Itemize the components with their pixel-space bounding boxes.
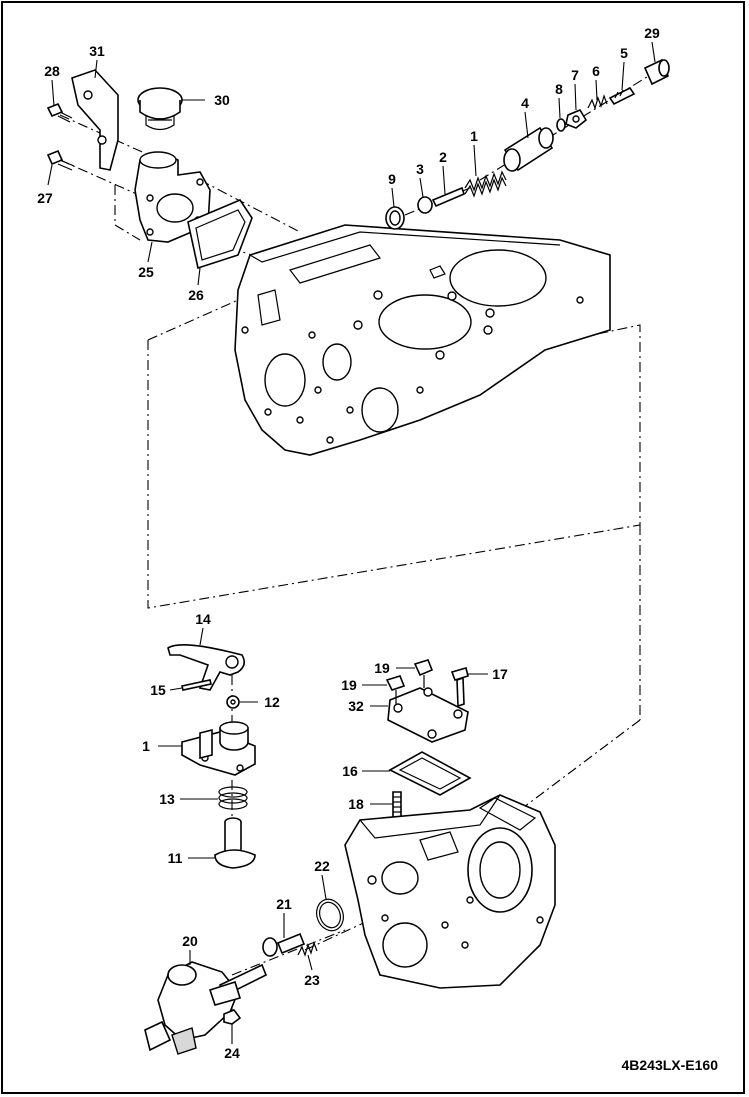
callout-21: 21	[276, 896, 292, 912]
part-13-spring	[218, 786, 248, 810]
callout-3: 3	[416, 161, 424, 177]
callout-6: 6	[592, 63, 600, 79]
callout-7: 7	[571, 67, 579, 83]
part-24-nut	[223, 1009, 242, 1025]
part-7-nut	[565, 108, 588, 129]
part-3-collar	[417, 196, 433, 214]
part-11-shaft	[214, 817, 256, 869]
callout-18: 18	[348, 796, 364, 812]
part-8-washer	[556, 118, 566, 132]
callout-1: 1	[470, 128, 478, 144]
callout-19-lower: 19	[341, 677, 357, 693]
part-29-cap	[643, 58, 670, 86]
cylinder-block-front	[234, 224, 611, 456]
callout-17: 17	[492, 666, 508, 682]
callout-23: 23	[304, 972, 320, 988]
callout-31: 31	[89, 43, 105, 59]
part-15-pin	[181, 679, 212, 691]
gear-case-body	[344, 794, 556, 989]
part-30-thermostat	[137, 87, 183, 131]
callout-12: 12	[264, 694, 280, 710]
part-4-housing	[503, 126, 554, 172]
callout-2: 2	[439, 149, 447, 165]
drawing-code: 4B243LX-E160	[621, 1057, 718, 1073]
part-26-gasket	[187, 199, 253, 270]
part-28-bolt	[46, 102, 73, 123]
part-19-bolt-upper	[413, 659, 434, 688]
leader-lines	[47, 41, 656, 1044]
part-32-cover-plate	[387, 687, 469, 743]
part-22-o-ring	[316, 898, 344, 932]
part-1-spring	[464, 170, 507, 198]
part-10-cover	[181, 721, 256, 776]
callout-30: 30	[214, 92, 230, 108]
callout-32: 32	[348, 698, 364, 714]
callout-14: 14	[195, 611, 211, 627]
part-6-spring	[587, 94, 608, 110]
part-12-nut	[226, 695, 240, 709]
callout-4: 4	[521, 95, 529, 111]
callout-15: 15	[150, 682, 166, 698]
callout-9: 9	[388, 171, 396, 187]
part-27-bolt	[46, 149, 75, 171]
part-18-stud	[392, 791, 402, 819]
callout-28: 28	[44, 63, 60, 79]
part-20-solenoid	[144, 961, 268, 1055]
part-19-bolt-lower	[385, 675, 406, 704]
callout-22: 22	[314, 858, 330, 874]
callout-24: 24	[224, 1045, 240, 1061]
part-5-bolt	[608, 86, 636, 106]
callout-8: 8	[555, 81, 563, 97]
callout-26: 26	[188, 287, 204, 303]
callout-5: 5	[620, 45, 628, 61]
part-21-plunger	[262, 932, 306, 957]
callout-29: 29	[644, 25, 660, 41]
callout-20: 20	[182, 933, 198, 949]
callout-16: 16	[342, 763, 358, 779]
part-9-ring	[385, 206, 405, 230]
part-31-bracket	[71, 69, 119, 171]
part-2-pin	[431, 186, 465, 208]
callout-25: 25	[138, 264, 154, 280]
callout-13: 13	[159, 791, 175, 807]
callout-27: 27	[37, 190, 53, 206]
part-17-bolt	[450, 667, 469, 708]
part-14-lever	[167, 644, 246, 691]
callout-19-upper: 19	[374, 660, 390, 676]
callout-labels: 31 28 30 27 25 26 29 5 7 6 4 8 1 2 3 9 1…	[37, 25, 660, 1061]
part-23-spring	[297, 941, 318, 957]
callout-10: 1	[142, 738, 150, 754]
callout-11: 11	[168, 850, 183, 866]
part-16-gasket	[388, 751, 472, 796]
